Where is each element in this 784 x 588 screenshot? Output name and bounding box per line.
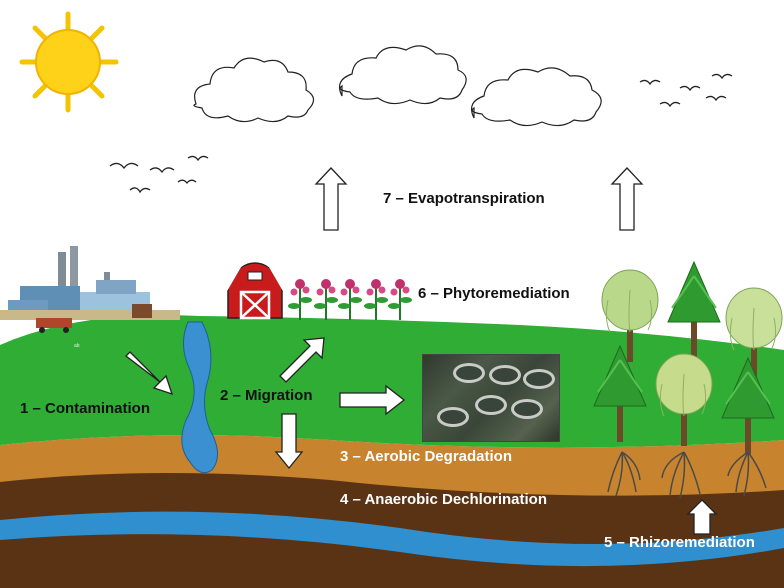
tree-icon — [725, 287, 783, 380]
svg-text:ab: ab — [74, 343, 80, 349]
tree-icon — [721, 356, 775, 454]
tree-icon — [655, 353, 713, 446]
bird-icon — [109, 73, 733, 194]
label-phyto: 6 – Phytoremediation — [418, 285, 570, 302]
arrow-up-left-evapo — [314, 167, 348, 231]
tree-icon — [667, 260, 721, 358]
factory-icon: ab — [0, 246, 180, 349]
arrow-contamination — [125, 351, 174, 396]
tree-icon — [601, 269, 659, 362]
arrow-rhizo — [686, 499, 718, 535]
barn-icon — [224, 259, 286, 320]
cloud-icon — [193, 57, 315, 123]
flower-icon — [338, 279, 362, 320]
label-migration: 2 – Migration — [220, 387, 313, 404]
root-icon — [607, 451, 767, 499]
treatment-plant-photo — [422, 354, 560, 442]
label-anaerobic: 4 – Anaerobic Dechlorination — [340, 491, 547, 508]
arrow-migration-down — [274, 413, 304, 470]
groundwater-stream — [0, 511, 784, 567]
label-aerobic: 3 – Aerobic Degradation — [340, 448, 512, 465]
flower-icon — [388, 279, 412, 320]
cloud-icon — [471, 67, 602, 127]
flower-icon — [364, 279, 388, 320]
sun-icon — [19, 11, 119, 113]
flower-icon — [314, 279, 338, 320]
label-contamination: 1 – Contamination — [20, 400, 151, 417]
tree-icon — [593, 344, 647, 442]
river — [181, 321, 218, 474]
flower-icon — [288, 279, 312, 320]
arrow-up-right-evapo — [610, 167, 644, 231]
label-rhizo: 5 – Rhizoremediation — [604, 534, 755, 551]
label-evapo: 7 – Evapotranspiration — [383, 190, 545, 207]
arrow-migration-right — [339, 384, 406, 416]
cloud-icon — [339, 45, 467, 105]
arrow-migration-up — [279, 337, 325, 383]
